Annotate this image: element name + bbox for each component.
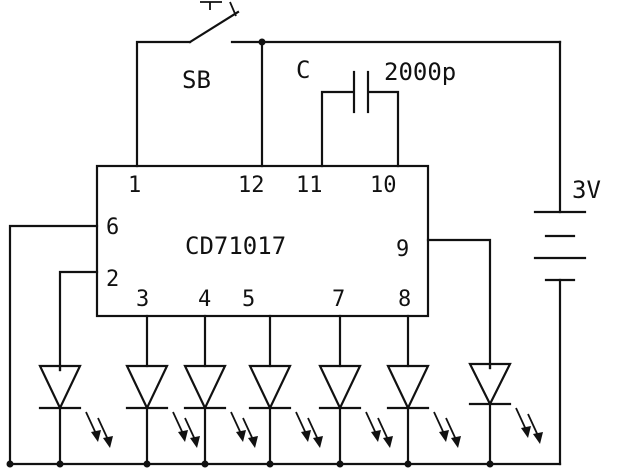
junction-dot <box>56 460 64 468</box>
switch-actuator <box>200 1 237 17</box>
junction-dot <box>404 460 412 468</box>
junction-dot <box>143 460 151 468</box>
pin-label-10: 10 <box>370 173 397 198</box>
light-arrow-head <box>521 426 531 438</box>
pin-label-11: 11 <box>296 173 323 198</box>
wire-pin6-ground <box>8 224 99 466</box>
wire-cap-to-pin10 <box>368 90 400 168</box>
led-triangle <box>183 364 227 411</box>
wire-pin11-to-cap <box>320 90 354 168</box>
ic-name: CD71017 <box>185 232 286 260</box>
switch-sb <box>135 1 562 168</box>
battery <box>533 40 587 466</box>
light-arrow-head <box>313 436 323 448</box>
led-triangle <box>125 364 169 411</box>
wire-pin2-led <box>58 270 99 372</box>
light-arrow-head <box>91 430 101 442</box>
led-pin4 <box>183 314 258 468</box>
led-triangle <box>468 362 512 407</box>
battery-voltage: 3V <box>572 176 601 204</box>
pin-label-2: 2 <box>106 267 119 292</box>
led-pin2 <box>38 364 113 468</box>
junction-dot <box>336 460 344 468</box>
led-pin8 <box>386 314 461 468</box>
pin-label-8: 8 <box>398 287 411 312</box>
led-triangle <box>38 364 82 411</box>
pin-label-9: 9 <box>396 237 409 262</box>
led-pin9 <box>468 362 543 468</box>
light-arrow-head <box>451 436 461 448</box>
capacitor <box>320 70 400 168</box>
led-pin7 <box>318 314 393 468</box>
junction-dot <box>201 460 209 468</box>
wire-pin9-led <box>426 238 492 370</box>
light-arrow-head <box>248 436 258 448</box>
led-array <box>6 314 543 468</box>
switch-label: SB <box>182 66 211 94</box>
pin-label-12: 12 <box>238 173 265 198</box>
switch-blade <box>188 10 240 44</box>
light-arrow-head <box>236 430 246 442</box>
capacitor-label: C <box>296 56 310 84</box>
led-triangle <box>318 364 362 411</box>
pin-label-1: 1 <box>128 173 141 198</box>
light-arrow-head <box>178 430 188 442</box>
junction-dot <box>266 460 274 468</box>
pin-label-4: 4 <box>198 287 211 312</box>
light-arrow-head <box>301 430 311 442</box>
led-triangle <box>386 364 430 411</box>
light-arrow-head <box>103 436 113 448</box>
light-arrow-head <box>439 430 449 442</box>
junction-dot <box>6 460 14 468</box>
capacitor-value: 2000p <box>384 58 456 86</box>
led-triangle <box>248 364 292 411</box>
light-arrow-head <box>371 430 381 442</box>
light-arrow-head <box>190 436 200 448</box>
pin-label-7: 7 <box>332 287 345 312</box>
pin-label-3: 3 <box>136 287 149 312</box>
pin-label-5: 5 <box>242 287 255 312</box>
pin-label-6: 6 <box>106 215 119 240</box>
light-arrow-head <box>383 436 393 448</box>
wire-pin1-to-switch <box>135 40 192 168</box>
junction-dot <box>486 460 494 468</box>
light-arrow-head <box>533 432 543 444</box>
led-pin5 <box>248 314 323 468</box>
led-pin3 <box>125 314 200 468</box>
